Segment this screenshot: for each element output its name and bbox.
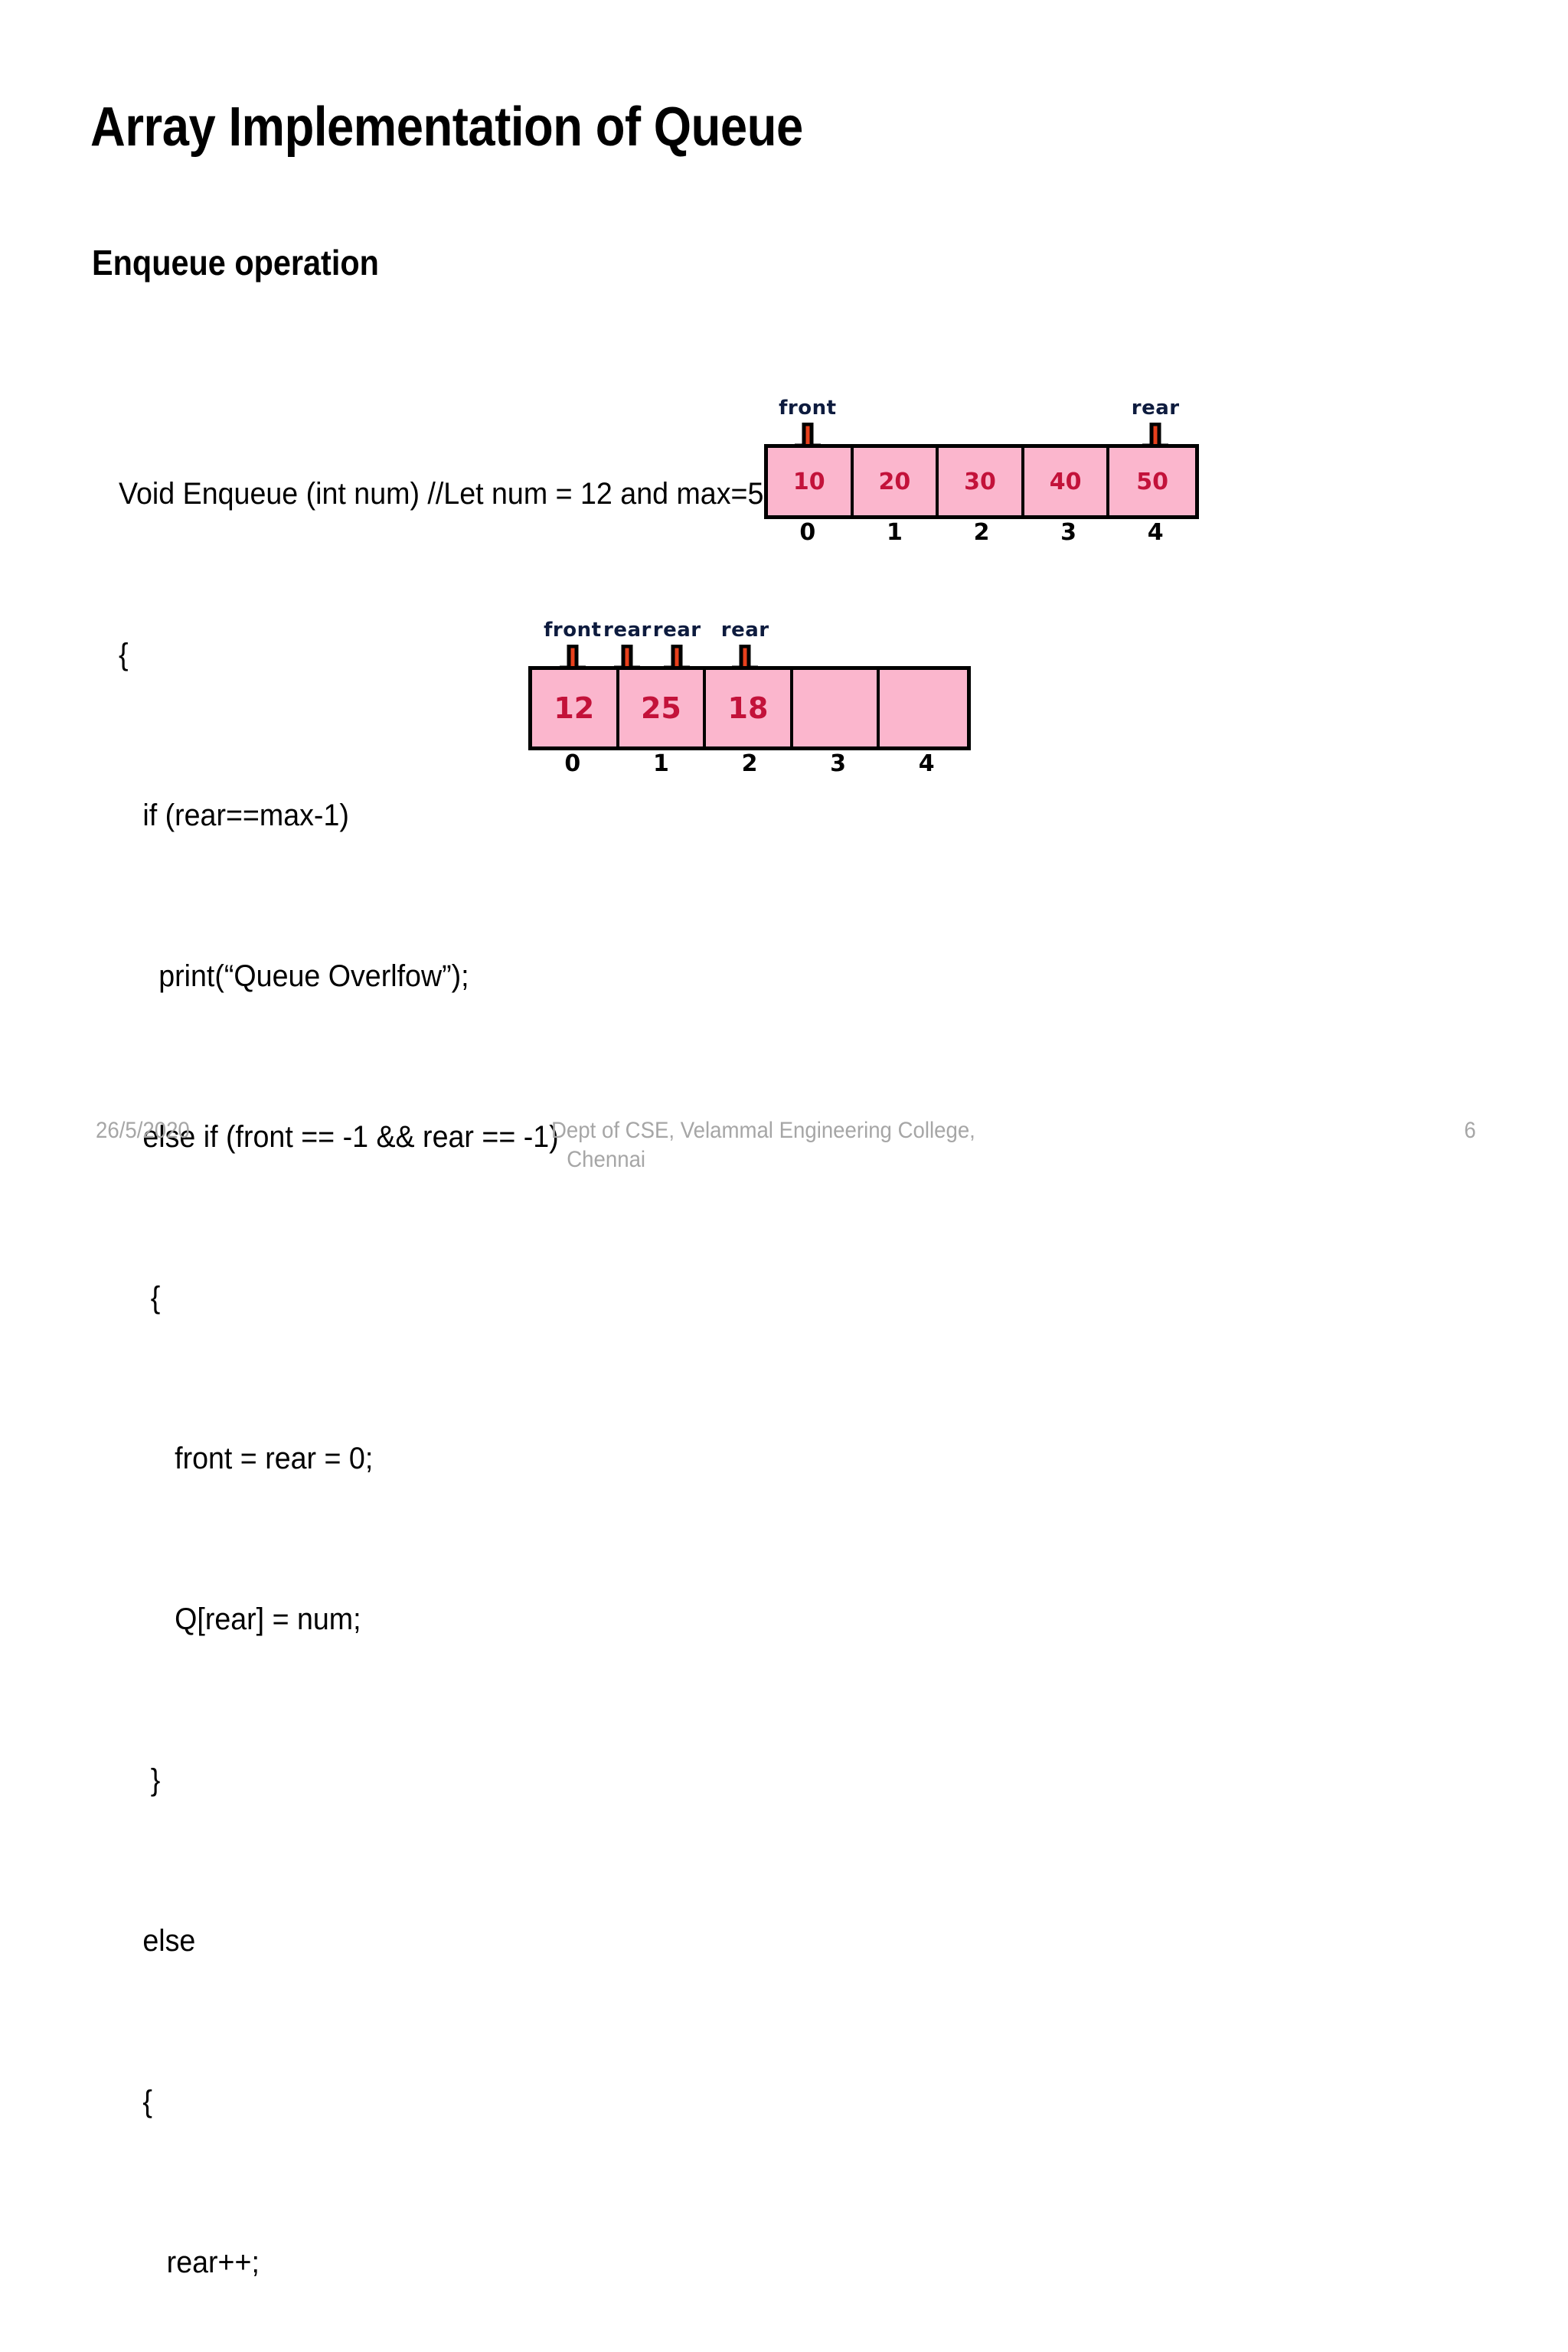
code-line: front = rear = 0; — [119, 1442, 374, 1475]
array-cell: 18 — [706, 670, 793, 746]
array-index-label: 2 — [973, 519, 990, 546]
array-index-row: 0 1 2 3 4 — [528, 750, 971, 787]
pointer-labels-row: front rear — [764, 397, 1199, 468]
pointer-label-front: front — [544, 619, 602, 642]
array-cell — [880, 670, 967, 746]
array-cell: 25 — [619, 670, 707, 746]
array-index-label: 1 — [652, 750, 669, 777]
array-index-label: 0 — [564, 750, 581, 777]
array-index-label: 3 — [1060, 519, 1077, 546]
footer-attribution: Dept of CSE, Velammal Engineering Colleg… — [551, 1116, 1002, 1174]
array-index-label: 4 — [918, 750, 935, 777]
page-number: 6 — [1464, 1118, 1476, 1143]
array-cell: 30 — [939, 448, 1024, 515]
section-heading-enqueue: Enqueue operation — [92, 243, 379, 283]
code-line: rear++; — [119, 2246, 260, 2279]
array-cell — [792, 670, 880, 746]
array-index-label: 0 — [799, 519, 816, 546]
page-title: Array Implementation of Queue — [90, 96, 803, 158]
array-index-label: 1 — [886, 519, 903, 546]
footer-attribution-line2: Chennai — [567, 1147, 646, 1172]
code-line: print(“Queue Overlfow”); — [119, 959, 469, 993]
pointer-label-rear: rear — [1131, 397, 1180, 420]
code-line: else if (front == -1 && rear == -1) — [119, 1120, 559, 1154]
array-cell: 20 — [853, 448, 939, 515]
array-cell: 10 — [768, 448, 854, 515]
footer-attribution-line1: Dept of CSE, Velammal Engineering Colleg… — [551, 1118, 975, 1143]
code-line: { — [119, 638, 129, 671]
code-line: Q[rear] = num; — [119, 1602, 361, 1636]
code-line: else — [119, 1924, 196, 1958]
footer-date: 26/5/2020 — [96, 1118, 190, 1143]
array-index-label: 4 — [1147, 519, 1164, 546]
pointer-label-rear: rear — [652, 619, 701, 642]
code-line: { — [119, 1281, 161, 1315]
pointer-label-rear: rear — [603, 619, 652, 642]
code-line: { — [119, 2085, 152, 2118]
array-index-label: 2 — [741, 750, 758, 777]
array-index-label: 3 — [830, 750, 847, 777]
array-cell: 50 — [1109, 448, 1195, 515]
array-cell: 12 — [532, 670, 619, 746]
array-index-row: 0 1 2 3 4 — [764, 519, 1199, 556]
code-line: } — [119, 1763, 161, 1797]
array-cell: 40 — [1024, 448, 1110, 515]
code-line: if (rear==max-1) — [119, 799, 349, 832]
pointer-label-rear: rear — [720, 619, 769, 642]
code-line: Void Enqueue (int num) //Let num = 12 an… — [119, 477, 764, 511]
pointer-label-front: front — [779, 397, 837, 420]
